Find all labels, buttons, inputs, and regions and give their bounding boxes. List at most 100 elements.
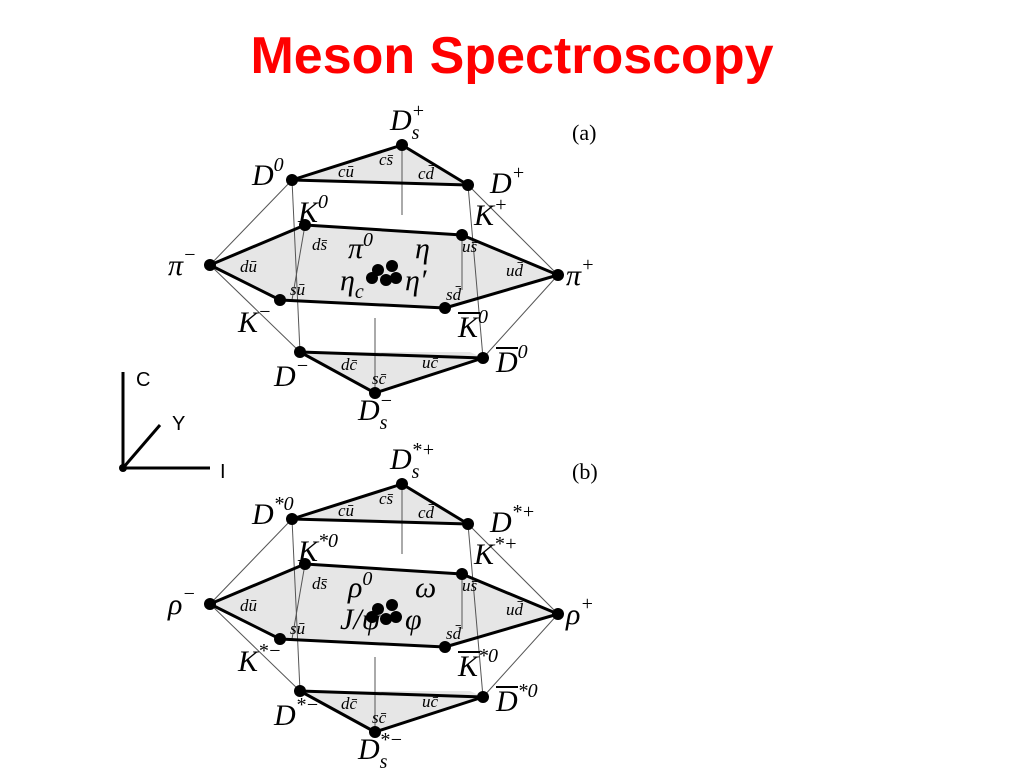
- label-ds-minus: Ds*−: [357, 729, 403, 768]
- label-base: K: [297, 196, 320, 229]
- label-d0: D0: [251, 154, 284, 192]
- label-base: D: [251, 498, 274, 531]
- label-base: ρ: [565, 598, 580, 631]
- node-d-minus: [294, 685, 306, 697]
- label-k0: K0: [297, 191, 328, 229]
- node-k0-bar: [439, 302, 451, 314]
- label-base: D: [273, 360, 296, 393]
- quark-du: dū: [240, 596, 257, 615]
- quark-ud: ud̄: [506, 261, 524, 280]
- node-k-plus: [456, 229, 468, 241]
- axis-system: C Y I: [119, 369, 226, 483]
- slide-title: Meson Spectroscopy: [250, 27, 774, 85]
- label-k-minus: K−: [237, 301, 272, 339]
- label-base: π: [566, 259, 582, 292]
- label-base: D: [489, 167, 512, 200]
- label-base: K: [457, 650, 480, 683]
- node-k-plus: [456, 568, 468, 580]
- label-d0-bar: D*0: [495, 680, 538, 718]
- center-label-1: ρ0: [347, 568, 372, 604]
- node-d0-bar: [477, 691, 489, 703]
- center-label-4: η′: [405, 264, 427, 297]
- node-k0: [299, 558, 311, 570]
- quark-du: dū: [240, 257, 257, 276]
- node-d-plus: [462, 179, 474, 191]
- label-d-minus: D−: [273, 355, 309, 393]
- label-base: D: [357, 733, 380, 766]
- label-base: K: [473, 199, 496, 232]
- panel-tag: (a): [572, 120, 596, 145]
- label-base: D: [357, 394, 380, 427]
- label-base: D: [495, 685, 518, 718]
- quark-cs: cs̄: [379, 489, 394, 508]
- axis-label-c: C: [136, 369, 150, 391]
- label-k0-bar: K0: [457, 306, 488, 344]
- node-d-plus: [462, 518, 474, 530]
- node-pi-plus: [552, 269, 564, 281]
- center-label-3: ηc: [340, 264, 364, 303]
- axis-label-y: Y: [172, 413, 185, 435]
- quark-cu: cū: [338, 501, 354, 520]
- label-base: D: [495, 346, 518, 379]
- node-ds-minus: [369, 387, 381, 399]
- label-base: K: [457, 311, 480, 344]
- node-ds-minus: [369, 726, 381, 738]
- quark-ds: ds̄: [312, 235, 328, 254]
- label-d-plus: D*+: [489, 501, 535, 539]
- node-k-minus: [274, 633, 286, 645]
- label-k0: K*0: [297, 530, 338, 568]
- node-d0-bar: [477, 352, 489, 364]
- quark-uc: uc̄: [422, 692, 439, 711]
- node-d0: [286, 174, 298, 186]
- label-d-plus: D+: [489, 162, 525, 200]
- label-ds-plus: Ds*+: [389, 439, 435, 483]
- quark-cs: cs̄: [379, 150, 394, 169]
- center-label-2: ω: [415, 571, 436, 604]
- quark-cd: cd̄: [418, 503, 435, 522]
- label-base: K: [297, 535, 320, 568]
- node-k-minus: [274, 294, 286, 306]
- label-base: K: [237, 645, 260, 678]
- label-pi-plus: π+: [566, 254, 595, 292]
- label-base: K: [473, 538, 496, 571]
- label-k-minus: K*−: [237, 640, 282, 678]
- node-ds-plus: [396, 139, 408, 151]
- node-k0: [299, 219, 311, 231]
- node-pi-plus: [552, 608, 564, 620]
- node-pi-minus: [204, 259, 216, 271]
- quark-ds: ds̄: [312, 574, 328, 593]
- label-base: D: [251, 159, 274, 192]
- quark-uc: uc̄: [422, 353, 439, 372]
- quark-us: us̄: [462, 576, 478, 595]
- label-base: K: [237, 306, 260, 339]
- node-d0: [286, 513, 298, 525]
- quark-su: sū: [290, 280, 305, 299]
- panel-tag: (b): [572, 459, 598, 484]
- label-base: D: [489, 506, 512, 539]
- center-label-1: π0: [348, 229, 373, 265]
- label-base: ρ: [167, 588, 182, 621]
- label-base: D: [389, 104, 412, 137]
- node-ds-plus: [396, 478, 408, 490]
- quark-sd: sd̄: [446, 624, 462, 643]
- label-k-plus: K*+: [473, 533, 518, 571]
- quark-cu: cū: [338, 162, 354, 181]
- node-k0-bar: [439, 641, 451, 653]
- label-base: D: [273, 699, 296, 732]
- label-base: π: [168, 249, 184, 282]
- label-d0-bar: D0: [495, 341, 528, 379]
- label-k0-bar: K*0: [457, 645, 498, 683]
- axis-label-i: I: [220, 461, 226, 483]
- label-k-plus: K+: [473, 194, 508, 232]
- quark-sc: sc̄: [372, 369, 387, 388]
- quark-sc: sc̄: [372, 708, 387, 727]
- quark-ud: ud̄: [506, 600, 524, 619]
- quark-cd: cd̄: [418, 164, 435, 183]
- center-label-3: J/ψ: [340, 603, 382, 636]
- label-ds-plus: Ds+: [389, 100, 425, 144]
- quark-su: sū: [290, 619, 305, 638]
- quark-dc: dc̄: [341, 694, 358, 713]
- label-d0: D*0: [251, 493, 294, 531]
- label-d-minus: D*−: [273, 694, 319, 732]
